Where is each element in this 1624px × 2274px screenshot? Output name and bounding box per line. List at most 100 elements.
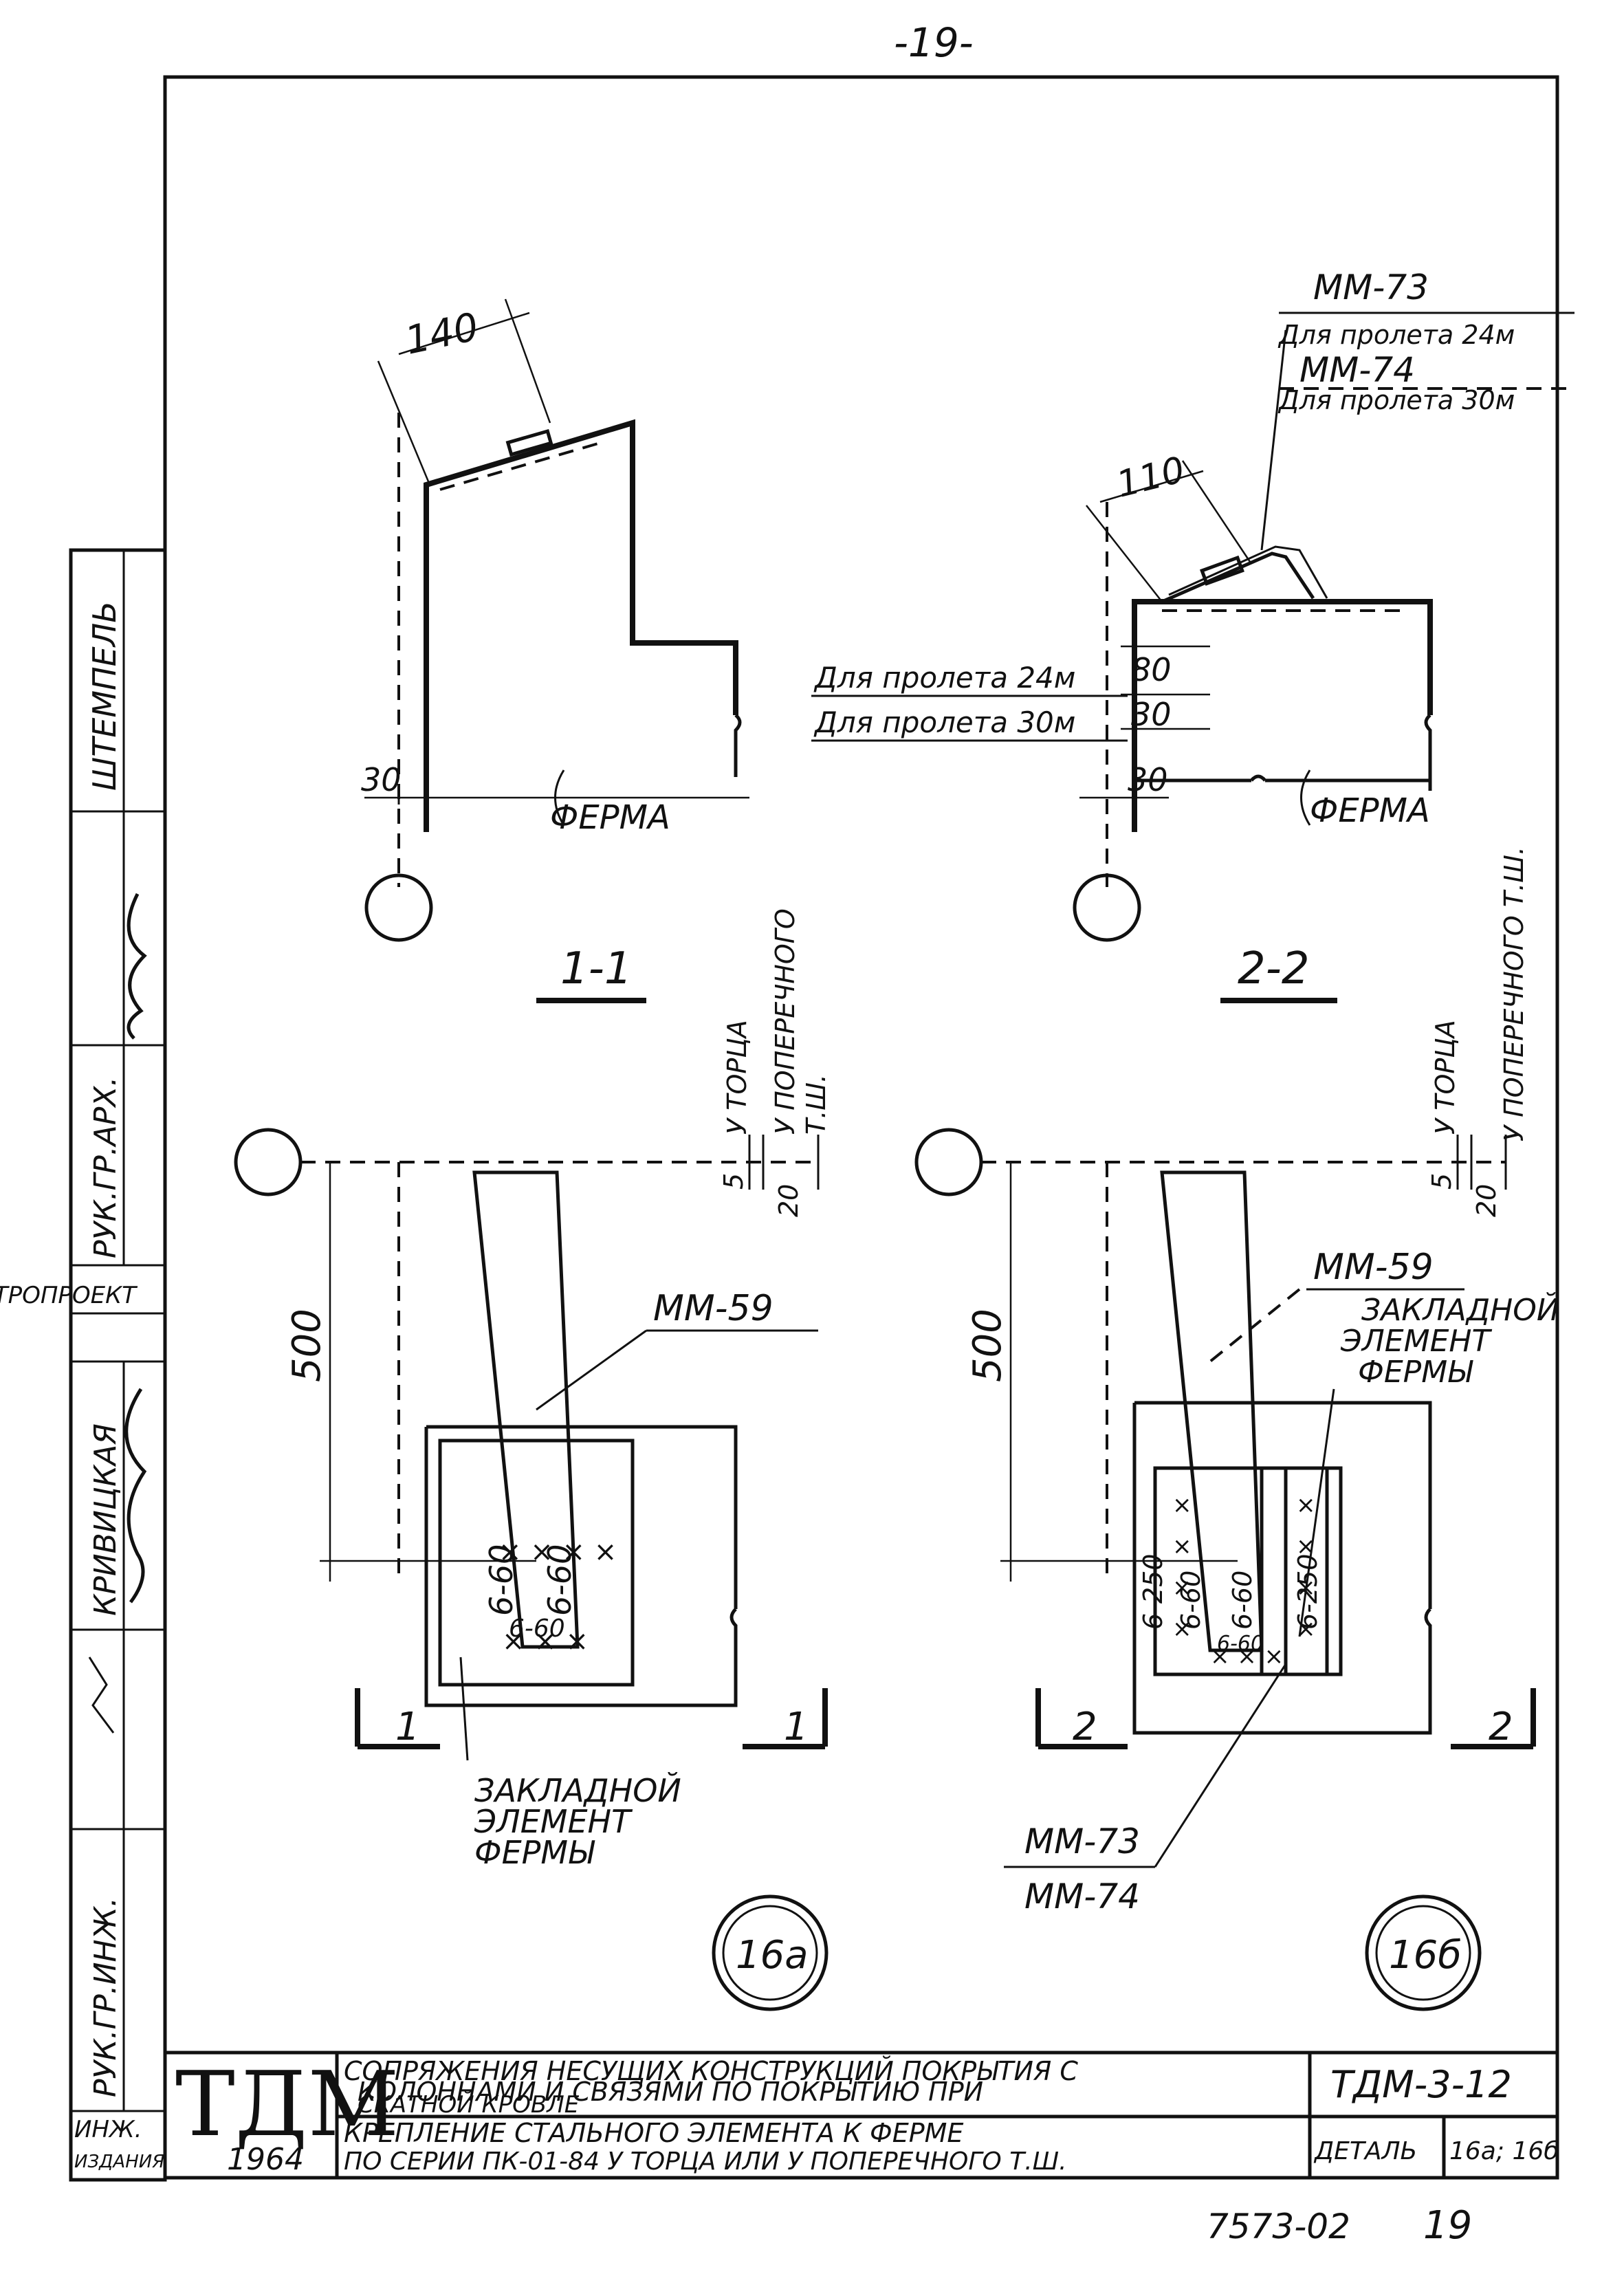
at-end-a: У ТОРЦА [722,1020,752,1135]
strip-stamp: ШТЕМПЕЛЬ [86,601,123,791]
weld-b-4: 6-60 [1217,1632,1264,1656]
plan-16b: 5 20 У ТОРЦА У ПОПЕРЕЧНОГО Т.Ш. 500 × × … [914,846,1559,2011]
embed-a-2: ЭЛЕМЕНТ [474,1803,633,1840]
weld-a-1: 6-60 [483,1544,520,1616]
title-line-2: КОЛОННАМИ И СВЯЗЯМИ ПО ПОКРЫТИЮ ПРИ [358,2077,983,2107]
left-approval-strip: ШТЕМПЕЛЬ РУК.ГР.АРХ. МЕТРОПРОЕКТ КРИВИЦК… [0,548,167,2182]
svg-text:×: × [1296,1615,1316,1643]
drawing-code: ТДМ-3-12 [1330,2063,1512,2106]
truss-label-1: ФЕРМА [550,798,670,837]
svg-text:× × ×: × × × [1210,1643,1284,1670]
embed-a-3: ФЕРМЫ [474,1834,595,1871]
truss-plan-b [1132,1403,1432,1735]
title-line-1: СОПРЯЖЕНИЯ НЕСУЩИХ КОНСТРУКЦИЙ ПОКРЫТИЯ … [344,2056,1078,2086]
section-label-2-2: 2-2 [1238,943,1310,994]
cut-mark-a-right: 1 [784,1705,809,1749]
footer-page: 19 [1423,2203,1472,2248]
truss-plan-a [424,1427,738,1707]
mark-mm73-plan: ММ-73 [1024,1822,1140,1861]
strip-head-eng: РУК.ГР.ИНЖ. [88,1897,123,2097]
subtitle-line-1: КРЕПЛЕНИЕ СТАЛЬНОГО ЭЛЕМЕНТА К ФЕРМЕ [344,2118,963,2148]
at-transverse-a1: У ПОПЕРЕЧНОГО [770,908,800,1135]
dim-30-a: 30 [361,761,402,798]
svg-text:×: × [1172,1615,1192,1643]
mark-mm59-b: ММ-59 [1313,1247,1434,1288]
mark-mm73-note: Для пролета 24м [1277,320,1515,350]
mark-mm74-top: ММ-74 [1299,350,1415,390]
dim-80: 80 [1131,651,1172,688]
embed-b-3: ФЕРМЫ [1358,1355,1473,1390]
weld-b-2: 6-60 [1176,1571,1206,1630]
section-2-2: 110 80 30 Для пролета 24м Для пролета 30… [811,267,1574,1003]
dim-30-c: 30 [1128,761,1168,798]
cut-mark-b-right: 2 [1489,1705,1513,1749]
footer-code: 7573-02 [1207,2207,1350,2246]
left-strip-frame [69,548,167,2182]
subtitle-line-2: ПО СЕРИИ ПК-01-84 У ТОРЦА ИЛИ У ПОПЕРЕЧН… [344,2147,1067,2176]
dim-110: 110 [1112,449,1189,505]
strip-surname: КРИВИЦКАЯ [88,1423,123,1616]
truss-label-2: ФЕРМА [1310,791,1430,830]
title-line-3: СКАТНОЙ КРОВЛЕ [358,2090,580,2119]
cut-mark-a-left: 1 [395,1705,420,1749]
detail-value: 16а; 16б [1449,2137,1559,2165]
dim-140: 140 [402,305,483,364]
truss-outline-1 [424,419,738,832]
svg-text:× × ×: × × × [502,1626,589,1657]
dim-5-a: 5 [718,1173,749,1190]
detail-label: ДЕТАЛЬ [1313,2137,1417,2165]
axis-circle-4 [914,1128,983,1196]
axis-circle-1 [364,873,433,942]
strip-project-dept: МЕТРОПРОЕКТ [0,1282,138,1309]
dim-20-a: 20 [773,1184,804,1217]
signature-1 [127,893,147,1040]
member-mm59-b [1160,1170,1264,1652]
mark-mm73-top: ММ-73 [1313,267,1429,307]
strip-eng: ИНЖ. [74,2116,142,2143]
svg-text:×: × [1172,1574,1192,1601]
embed-a-1: ЗАКЛАДНОЙ [474,1772,681,1809]
axis-circle-2 [1073,873,1141,942]
dim-20-b: 20 [1471,1184,1502,1217]
weld-b-5: 6-250 [1293,1554,1323,1630]
ridge-element [1161,551,1315,604]
node-label-16b: 16б [1389,1933,1462,1978]
embed-b-2: ЭЛЕМЕНТ [1340,1324,1492,1359]
section-1-1: 140 30 ФЕРМА 1-1 [361,298,749,1003]
at-end-b: У ТОРЦА [1430,1020,1460,1135]
mark-mm74-plan: ММ-74 [1024,1877,1140,1916]
weld-b-3: 6-60 [1227,1571,1258,1630]
truss-outline-2 [1132,599,1433,832]
mark-mm59-a: ММ-59 [653,1288,773,1329]
axis-circle-3 [234,1128,303,1196]
weld-a-3: 6-60 [509,1615,565,1643]
dim-30-b: 30 [1131,696,1172,733]
cut-mark-b-left: 2 [1073,1705,1097,1749]
member-mm59-a [472,1170,580,1649]
signature-2 [124,1388,147,1604]
span-30-label: Для пролета 30м [813,706,1075,739]
weld-b-1: 6-250 [1138,1554,1168,1630]
strip-head-arch: РУК.ГР.АРХ. [88,1077,123,1258]
steel-element-b [1153,1466,1343,1676]
weld-a-2: 6-60 [541,1544,578,1616]
steel-plate-1 [505,428,553,457]
dim-5-b: 5 [1427,1173,1457,1190]
title-year: 1964 [227,2142,304,2177]
node-label-16a: 16а [736,1933,809,1978]
dim-500-a: 500 [285,1309,329,1382]
at-transverse-a2: Т.Ш. [801,1074,831,1135]
node-circle-16a [712,1894,829,2011]
svg-text:× × × ×: × × × × [498,1536,617,1568]
svg-text:×: × [1172,1491,1192,1519]
embed-b-1: ЗАКЛАДНОЙ [1361,1291,1559,1328]
signature-3 [88,1657,115,1734]
span-24-label: Для пролета 24м [813,661,1075,695]
section-label-1-1: 1-1 [560,943,633,994]
node-circle-16b [1365,1894,1482,2011]
at-transverse-b: У ПОПЕРЕЧНОГО Т.Ш. [1499,846,1529,1141]
title-block: ТДМ 1964 СОПРЯЖЕНИЯ НЕСУЩИХ КОНСТРУКЦИЙ … [165,2051,1559,2178]
strip-label-short: ИЗДАНИЯ [74,2152,164,2172]
page-number-top: -19- [894,19,974,66]
